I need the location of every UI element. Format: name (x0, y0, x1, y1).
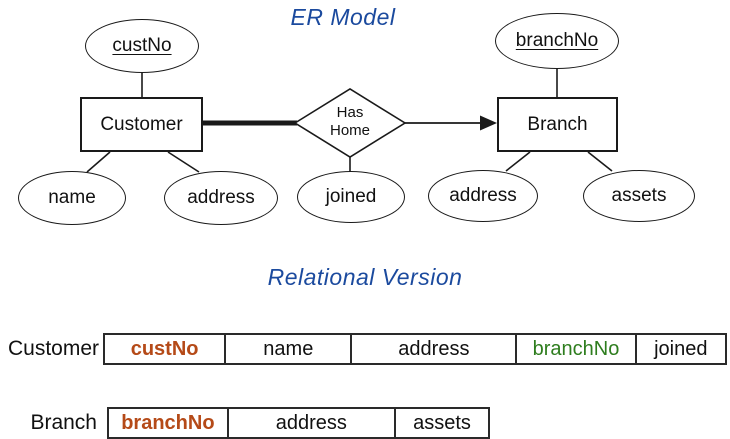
connector-customer-address (167, 151, 200, 173)
attribute-label-custno: custNo (112, 35, 172, 56)
customer-cell-branchno: branchNo (517, 335, 637, 363)
attribute-label-joined: joined (325, 186, 377, 207)
attribute-ellipse-joined: joined (297, 171, 405, 223)
attribute-ellipse-branch-address: address (428, 170, 538, 222)
entity-box-branch: Branch (497, 97, 618, 152)
relational-version-title: Relational Version (267, 264, 463, 290)
connector-branch-address (505, 151, 531, 172)
attribute-label-customer-address: address (187, 187, 255, 208)
customer-cell-address: address (352, 335, 518, 363)
attribute-ellipse-name: name (18, 171, 126, 225)
branch-cell-branchno: branchNo (109, 409, 229, 437)
connector-customer-name (86, 151, 111, 173)
connector-branch-assets (587, 151, 613, 172)
entity-label-branch: Branch (527, 113, 588, 135)
relationship-label: Has Home (320, 104, 380, 140)
customer-cell-name: name (226, 335, 353, 363)
customer-cell-joined: joined (654, 337, 708, 360)
customer-cell-custno: custNo (105, 335, 227, 363)
relationship-label-line1: Has (336, 104, 364, 121)
entity-label-customer: Customer (100, 113, 183, 135)
attribute-ellipse-branchno: branchNo (495, 13, 619, 69)
attribute-ellipse-assets: assets (583, 170, 695, 222)
attribute-label-branchno: branchNo (515, 30, 599, 51)
attribute-label-assets: assets (611, 185, 667, 206)
attribute-ellipse-customer-address: address (164, 171, 278, 225)
relation-name-customer: Customer (7, 337, 99, 360)
er-model-title: ER Model (290, 4, 396, 30)
relation-name-branch: Branch (30, 411, 97, 434)
branch-cell-assets: assets (413, 411, 471, 434)
relation-table-branch: branchNo address assets (107, 407, 490, 439)
attribute-ellipse-custno: custNo (85, 19, 199, 73)
attribute-label-branch-address: address (449, 185, 517, 206)
branch-cell-address: address (229, 409, 396, 437)
relation-table-customer: custNo name address branchNo joined (103, 333, 727, 365)
attribute-label-name: name (48, 187, 96, 208)
relationship-arrowhead (480, 115, 497, 131)
relationship-label-line2: Home (329, 122, 370, 139)
entity-box-customer: Customer (80, 97, 203, 152)
